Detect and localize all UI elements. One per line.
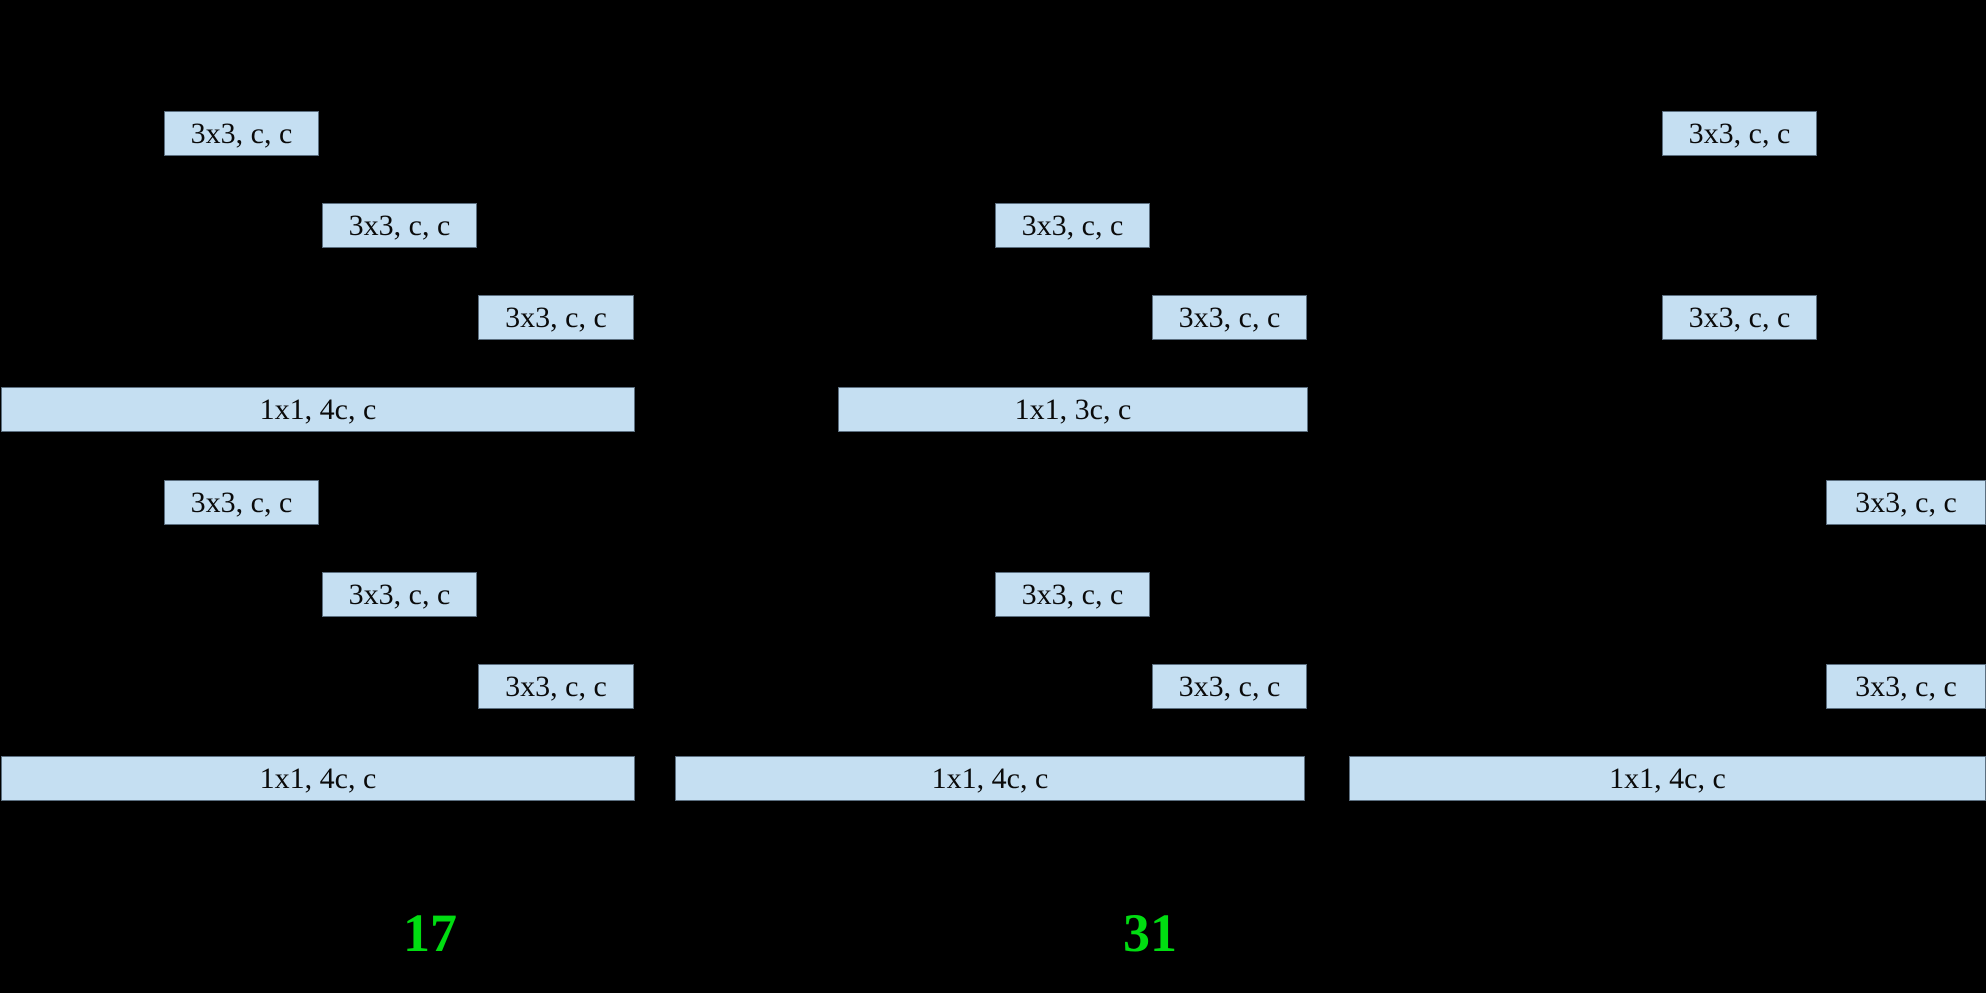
conv-box: 3x3, c, c (1662, 295, 1817, 340)
conv-box: 3x3, c, c (1826, 664, 1986, 709)
conv-box: 3x3, c, c (1152, 295, 1307, 340)
conv-box: 3x3, c, c (995, 572, 1150, 617)
conv-box: 3x3, c, c (322, 572, 477, 617)
conv-box: 3x3, c, c (322, 203, 477, 248)
conv-box: 3x3, c, c (1662, 111, 1817, 156)
concat-conv-box: 1x1, 4c, c (1, 387, 635, 432)
conv-box: 3x3, c, c (1826, 480, 1986, 525)
concat-conv-box: 1x1, 4c, c (675, 756, 1305, 801)
concat-conv-box: 1x1, 4c, c (1349, 756, 1986, 801)
concat-conv-box: 1x1, 4c, c (1, 756, 635, 801)
conv-box: 3x3, c, c (164, 111, 319, 156)
concat-conv-box: 1x1, 3c, c (838, 387, 1308, 432)
conv-box: 3x3, c, c (478, 295, 634, 340)
receptive-field-label: 17 (403, 903, 457, 963)
conv-box: 3x3, c, c (995, 203, 1150, 248)
conv-box: 3x3, c, c (164, 480, 319, 525)
conv-box: 3x3, c, c (1152, 664, 1307, 709)
receptive-field-label: 31 (1123, 903, 1177, 963)
conv-box: 3x3, c, c (478, 664, 634, 709)
